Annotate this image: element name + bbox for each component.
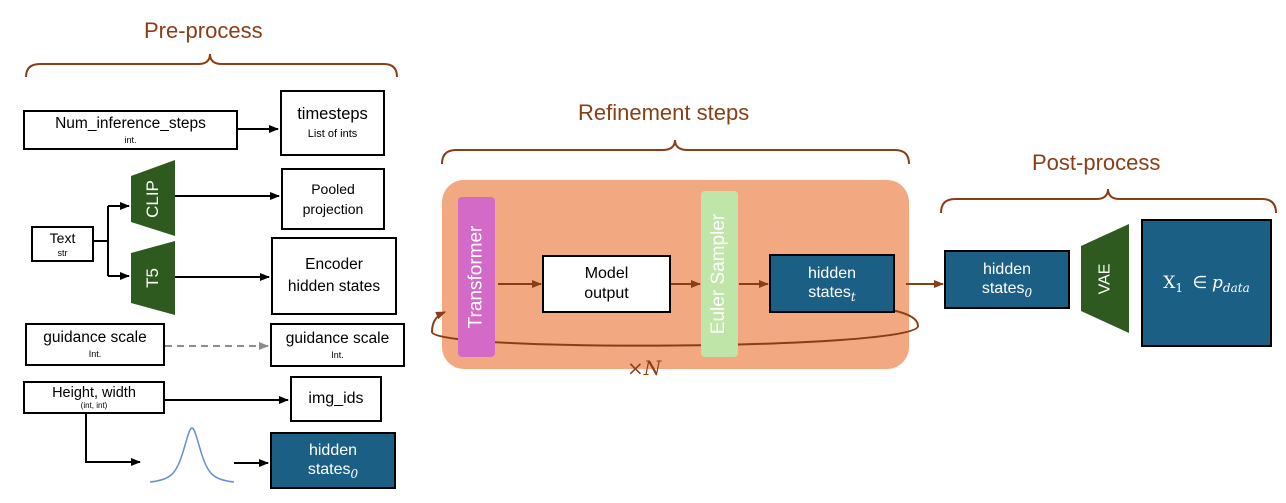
- initial-hidden-states-line2: states0: [307, 460, 359, 481]
- num-inference-steps-box: Num_inference_steps int.: [23, 110, 238, 150]
- num-inference-steps-type: int.: [124, 134, 137, 145]
- refinement-title: Refinement steps: [578, 100, 750, 125]
- text-label: Text: [49, 229, 76, 246]
- guidance-scale-input-type: Int.: [88, 349, 102, 360]
- pooled-projection-line2: projection: [302, 201, 364, 217]
- postprocess-bracket: [940, 188, 1277, 214]
- timesteps-box: timesteps List of ints: [280, 90, 385, 156]
- guidance-scale-input-box: guidance scale Int.: [25, 323, 165, 366]
- output-distribution-expression: X1 ∈ pdata: [1163, 272, 1250, 295]
- model-output-line2: output: [584, 285, 629, 302]
- t5-label: T5: [143, 268, 162, 288]
- final-hidden-states-line2: states0: [981, 279, 1033, 300]
- text-box: Text str: [31, 226, 94, 262]
- encoder-hidden-states-line2: hidden states: [287, 278, 381, 295]
- text-type: str: [57, 247, 68, 258]
- transformer-block: Transformer: [458, 197, 495, 357]
- final-hidden-states-box: hidden states0: [944, 250, 1070, 309]
- height-width-type: (int, int): [80, 401, 108, 411]
- clip-encoder-shape: [131, 160, 175, 236]
- hidden-states-t-line1: hidden: [807, 265, 857, 283]
- initial-hidden-states-line1: hidden: [308, 442, 358, 460]
- t5-encoder-shape: [131, 241, 175, 315]
- vae-label: VAE: [1095, 263, 1113, 294]
- pooled-projection-box: Pooled projection: [281, 168, 385, 230]
- model-output-line1: Model: [584, 264, 629, 282]
- model-output-box: Model output: [542, 255, 671, 313]
- timesteps-type: List of ints: [307, 128, 358, 141]
- vae-decoder-shape: [1081, 224, 1129, 333]
- img-ids-label: img_ids: [308, 389, 364, 407]
- guidance-scale-output-label: guidance scale: [285, 329, 390, 347]
- postprocess-title: Post-process: [1032, 150, 1161, 175]
- pooled-projection-line1: Pooled: [311, 180, 355, 197]
- hidden-states-t-box: hidden statest: [769, 254, 895, 313]
- repeat-n-label: ×N: [627, 356, 662, 380]
- hidden-states-t-line2: statest: [808, 283, 856, 304]
- num-inference-steps-label: Num_inference_steps: [55, 114, 206, 132]
- euler-sampler-block: Euler Sampler: [701, 191, 738, 357]
- guidance-scale-input-label: guidance scale: [43, 329, 147, 347]
- guidance-scale-output-type: Int.: [331, 349, 344, 360]
- final-hidden-states-line1: hidden: [982, 261, 1032, 279]
- preprocess-title: Pre-process: [144, 18, 263, 43]
- initial-hidden-states-box: hidden states0: [270, 432, 396, 489]
- encoder-hidden-states-box: Encoder hidden states: [271, 237, 397, 315]
- preprocess-bracket: [25, 53, 398, 78]
- img-ids-box: img_ids: [290, 376, 382, 422]
- timesteps-label: timesteps: [297, 105, 368, 124]
- gaussian-noise-curve: [149, 427, 235, 483]
- encoder-hidden-states-line1: Encoder: [305, 256, 363, 274]
- clip-label: CLIP: [142, 180, 162, 218]
- guidance-scale-output-box: guidance scale Int.: [270, 323, 405, 367]
- height-width-label: Height, width: [52, 384, 136, 401]
- refinement-bracket: [441, 139, 910, 165]
- height-width-box: Height, width (int, int): [23, 381, 165, 414]
- output-distribution-box: X1 ∈ pdata: [1141, 219, 1272, 347]
